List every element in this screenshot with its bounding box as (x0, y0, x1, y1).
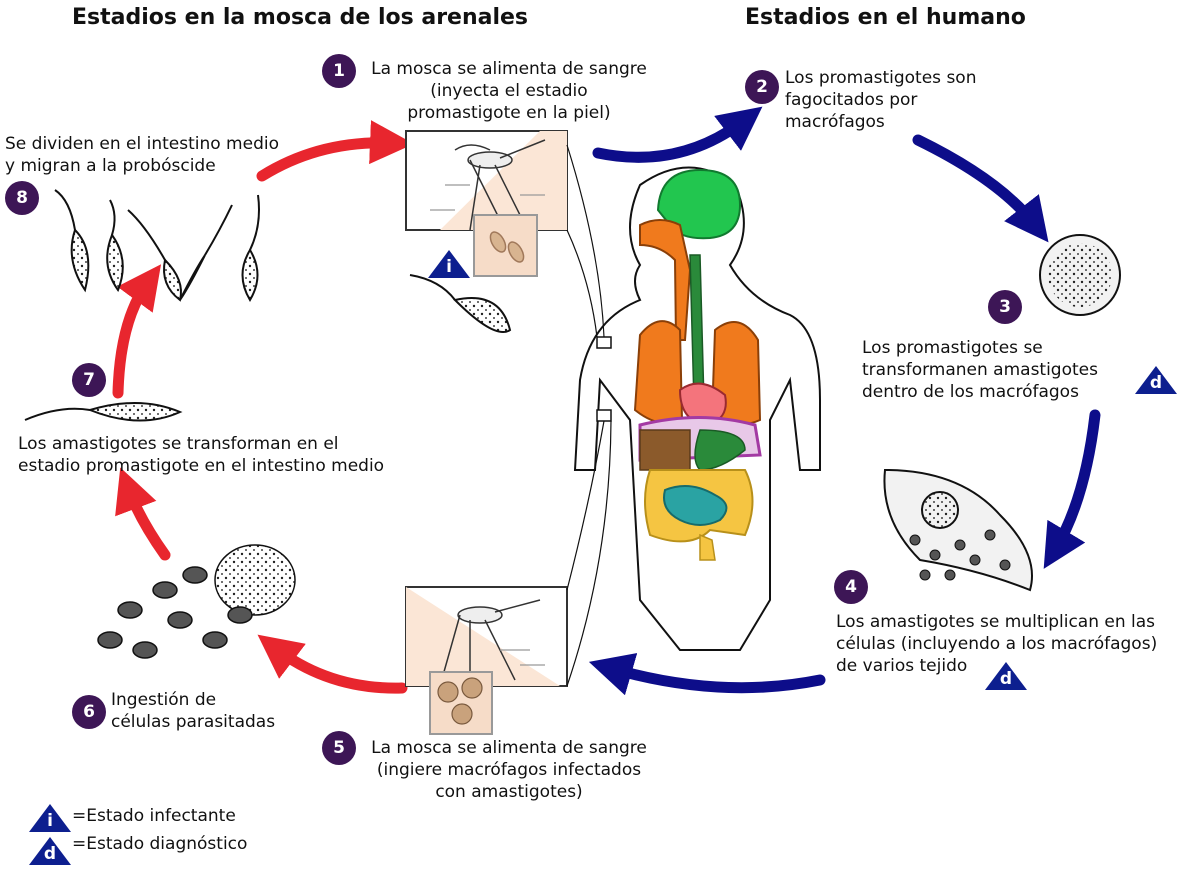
arrow-7-to-8 (112, 264, 162, 399)
step-6-label: Ingestión de células parasitadas (111, 690, 276, 732)
human-body-figure (566, 144, 821, 687)
promastigote-in-panel (409, 274, 512, 333)
step-5-number: 5 (322, 731, 356, 765)
triangle-icon (29, 837, 71, 865)
step-7-label: Los amastigotes se transforman en el est… (18, 434, 385, 476)
sandfly-bite-panel-top (405, 130, 568, 277)
diagnostic-marker-letter: d (1149, 373, 1163, 393)
step-7-number: 7 (72, 363, 106, 397)
triangle-icon (428, 250, 470, 278)
heading-human-stages: Estadios en el humano (745, 5, 1026, 30)
legend-diagnostic-text: =Estado diagnóstico (72, 834, 248, 854)
diagnostic-marker-letter: d (999, 669, 1013, 689)
legend-diagnostic-letter: d (43, 844, 57, 864)
infected-cell-amastigotes (883, 468, 1033, 592)
human-cycle-arrows (588, 106, 1101, 696)
arrow-4-to-5 (588, 653, 826, 696)
step-4-number: 4 (834, 570, 868, 604)
arrow-1-to-2 (592, 106, 763, 163)
step-3-number: 3 (988, 290, 1022, 324)
arrow-8-to-1 (256, 120, 414, 182)
step-8-number: 8 (5, 181, 39, 215)
step-5-label: La mosca se alimenta de sangre (ingiere … (371, 738, 647, 802)
macrophage-with-promastigotes (1039, 234, 1121, 316)
arrow-3-to-4 (1043, 409, 1101, 569)
sandfly-cycle-arrows (112, 120, 414, 694)
step-8-label: Se dividen en el intestino medio y migra… (5, 134, 279, 176)
arrow-5-to-6 (257, 634, 408, 694)
dividing-promastigotes (54, 189, 260, 302)
triangle-icon (1135, 366, 1177, 394)
step-3-label: Los promastigotes se transformanen amast… (862, 338, 1098, 402)
infective-stage-marker: i (427, 249, 471, 279)
parasitized-cells (97, 544, 296, 659)
infective-marker-letter: i (446, 257, 452, 277)
sandfly-bite-panel-bottom (405, 586, 568, 735)
arrow-6-to-7 (115, 467, 171, 561)
triangle-icon (29, 804, 71, 832)
heading-sandfly-stages: Estadios en la mosca de los arenales (72, 5, 529, 30)
legend-diagnostic-marker: d (28, 836, 72, 866)
step-1-label: La mosca se alimenta de sangre (inyecta … (371, 59, 647, 123)
transforming-promastigote (24, 402, 183, 422)
legend-infective-marker: i (28, 803, 72, 833)
triangle-icon (985, 662, 1027, 690)
step-1-number: 1 (322, 54, 356, 88)
step-4-label: Los amastigotes se multiplican en las cé… (836, 612, 1158, 676)
diagnostic-stage-marker-step-3: d (1134, 365, 1178, 395)
arrow-2-to-3 (912, 134, 1049, 243)
diagnostic-stage-marker-step-4: d (984, 661, 1028, 691)
legend-infective-letter: i (47, 811, 53, 831)
step-6-number: 6 (72, 695, 106, 729)
step-2-number: 2 (745, 70, 779, 104)
step-2-label: Los promastigotes son fagocitados por ma… (785, 68, 977, 132)
legend-infective-text: =Estado infectante (72, 806, 236, 826)
